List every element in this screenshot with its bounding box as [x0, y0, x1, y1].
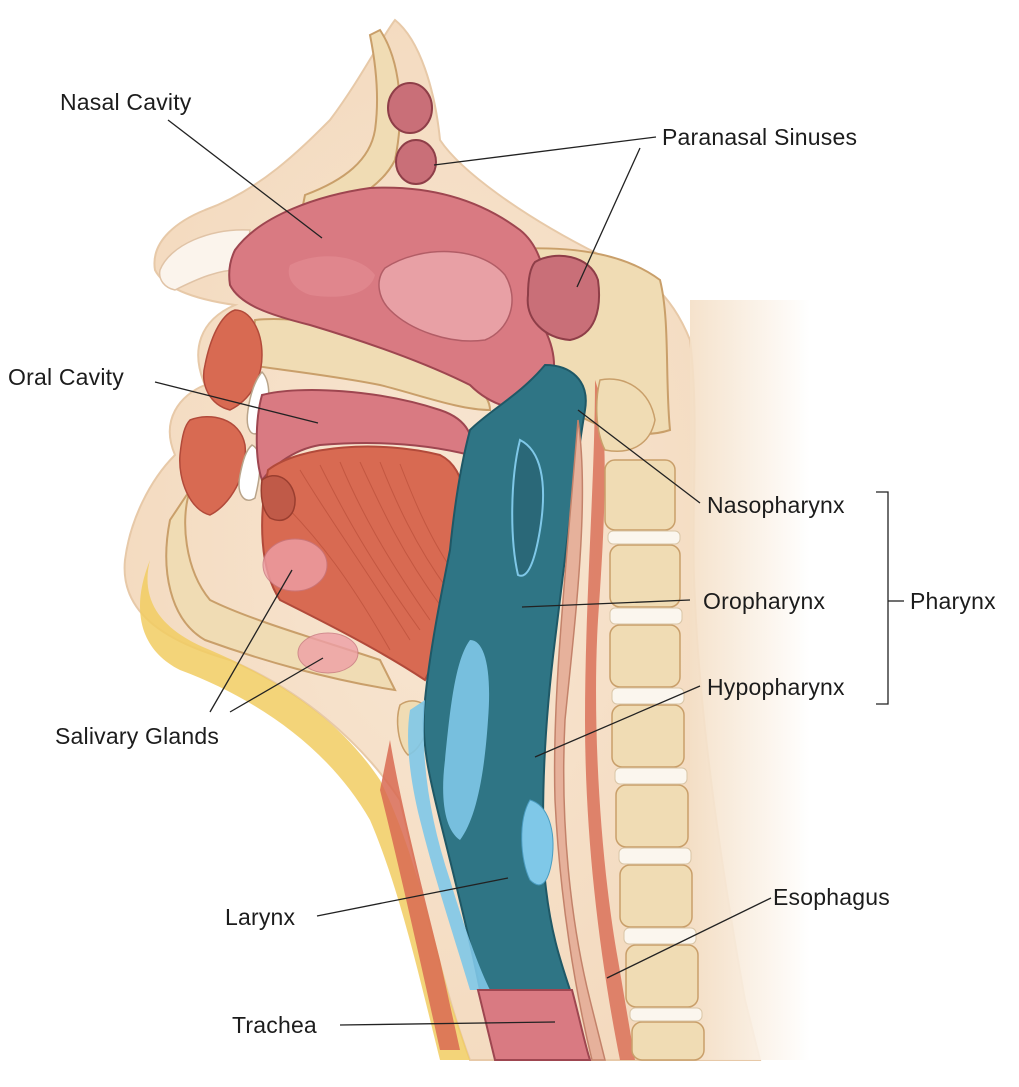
- label-nasopharynx: Nasopharynx: [707, 492, 845, 518]
- esophagus: [553, 419, 606, 1061]
- leader-sphenoid-sinus: [576, 147, 641, 288]
- label-hypopharynx: Hypopharynx: [707, 674, 845, 700]
- leader-frontal-sinus: [433, 136, 657, 166]
- label-nasal-cavity: Nasal Cavity: [60, 89, 192, 115]
- label-pharynx: Pharynx: [910, 588, 996, 614]
- leader-nasal-cavity: [167, 119, 323, 239]
- tongue-fibers: [279, 461, 453, 651]
- soft-palate: [511, 438, 545, 577]
- ethmoid-sinus: [395, 139, 437, 185]
- leader-salivary-1: [209, 569, 293, 713]
- leader-oral-cavity: [154, 381, 319, 424]
- label-esophagus: Esophagus: [773, 884, 890, 910]
- oral-cavity: [255, 389, 473, 483]
- salivary-gland: [297, 632, 359, 674]
- leader-hypopharynx: [534, 685, 701, 758]
- leader-esophagus: [606, 897, 772, 979]
- leader-larynx: [316, 877, 509, 917]
- nose-cartilage: [158, 229, 251, 291]
- subcutaneous-fat: [140, 560, 470, 1060]
- atlas-bone: [595, 378, 656, 452]
- pharynx-lining: [443, 640, 490, 840]
- label-salivary-glands: Salivary Glands: [55, 723, 220, 749]
- sphenoid-sinus: [526, 254, 601, 342]
- label-paranasal-sinuses: Paranasal Sinuses: [662, 124, 858, 150]
- leader-lines: [154, 119, 904, 1026]
- label-trachea: Trachea: [232, 1012, 317, 1038]
- label-larynx: Larynx: [225, 904, 296, 930]
- cervical-spine: [604, 459, 705, 1061]
- intervertebral-discs: [607, 530, 703, 1022]
- pharynx-bracket: [876, 491, 889, 705]
- tongue-tip: [260, 475, 296, 521]
- label-oropharynx: Oropharynx: [703, 588, 826, 614]
- mandible-bone: [165, 489, 397, 692]
- leader-trachea: [339, 1021, 556, 1026]
- leader-salivary-2: [229, 657, 324, 713]
- nasal-turbinate: [378, 250, 513, 342]
- lower-lip: [179, 416, 247, 516]
- salivary-gland: [262, 538, 328, 592]
- pharynx-lining: [408, 700, 490, 990]
- epiglottis: [521, 799, 554, 886]
- frontal-sinus: [387, 82, 433, 134]
- label-oral-cavity: Oral Cavity: [8, 364, 124, 390]
- prevertebral-muscle: [585, 380, 635, 1060]
- nasal-turbinate: [288, 256, 375, 297]
- leader-nasopharynx: [577, 409, 701, 504]
- leader-oropharynx: [521, 599, 691, 608]
- upper-lip: [203, 309, 263, 411]
- trachea: [476, 989, 592, 1061]
